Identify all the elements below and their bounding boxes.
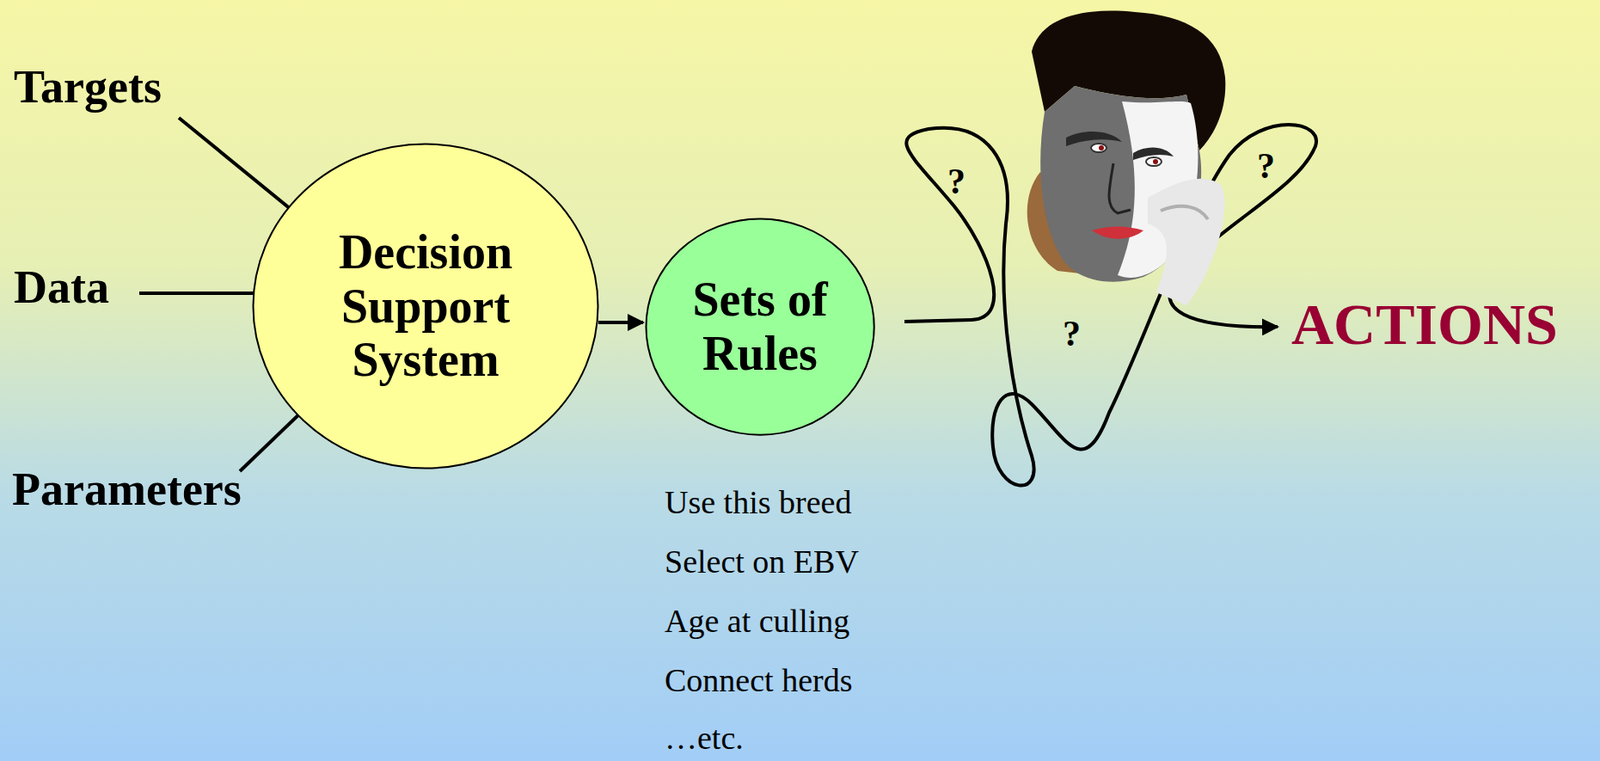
rule-item: …etc.	[664, 720, 744, 757]
rule-item: Use this breed	[664, 484, 852, 522]
input-label: Data	[13, 262, 110, 313]
rule-item: Age at culling	[664, 603, 850, 640]
output-label: ACTIONS	[1291, 292, 1558, 357]
flow-arrow	[598, 320, 644, 325]
input-label: Targets	[13, 61, 162, 113]
node-text: Sets of Rules	[674, 272, 846, 381]
question-mark: ?	[947, 161, 966, 202]
question-mark: ?	[1062, 313, 1081, 354]
rule-item: Connect herds	[664, 662, 853, 699]
confusion-squiggle	[904, 124, 1317, 486]
decision-ellipse: Decision Support System	[251, 142, 600, 470]
question-mark: ?	[1256, 146, 1276, 186]
input-label: Parameters	[12, 464, 242, 515]
rule-item: Select on EBV	[664, 544, 859, 581]
thinking-face	[1027, 11, 1227, 306]
node-text: Decision Support System	[338, 225, 513, 387]
rules-circle: Sets of Rules	[644, 217, 876, 436]
